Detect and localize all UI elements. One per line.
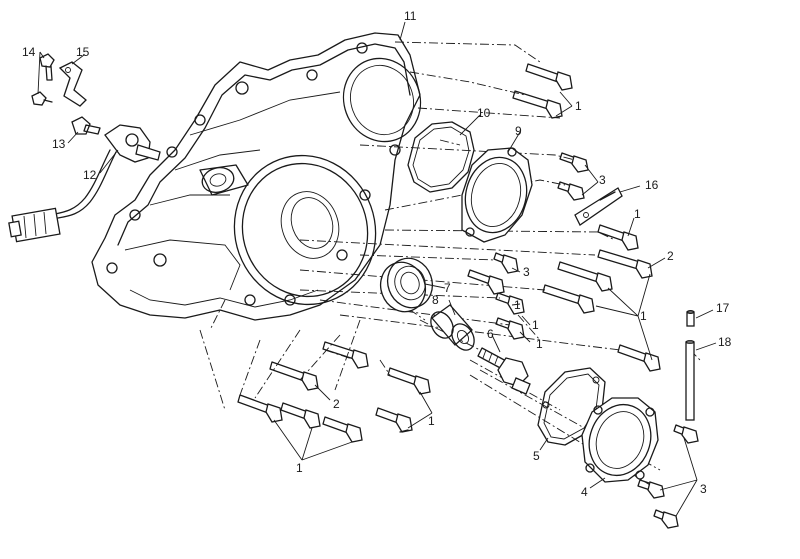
callout-1-right: 1 bbox=[634, 207, 641, 221]
pin-18 bbox=[685, 339, 695, 421]
callout-1-lower-left: 1 bbox=[296, 461, 303, 475]
callout-18: 18 bbox=[718, 335, 732, 349]
bolt-group-center bbox=[467, 252, 525, 340]
crankcase-cover bbox=[91, 32, 422, 321]
bolt-13 bbox=[71, 116, 101, 135]
callout-16: 16 bbox=[645, 178, 659, 192]
bushing-7 bbox=[430, 304, 475, 351]
callout-12: 12 bbox=[83, 168, 97, 182]
bolt-group-3-upper bbox=[557, 152, 589, 201]
bearing-8 bbox=[379, 257, 434, 313]
callout-7: 7 bbox=[444, 281, 451, 295]
callout-13: 13 bbox=[52, 137, 66, 151]
bolt-14 bbox=[31, 53, 55, 106]
callout-15: 15 bbox=[76, 45, 90, 59]
callout-1-center-a: 1 bbox=[514, 298, 521, 312]
bracket-16 bbox=[574, 187, 623, 226]
callout-1-center-b: 1 bbox=[532, 318, 539, 332]
bolt-group-lower-right bbox=[637, 424, 699, 529]
bolt-group-top bbox=[512, 63, 573, 119]
callout-11: 11 bbox=[404, 9, 417, 23]
callout-1-center-c: 1 bbox=[536, 337, 543, 351]
pin-17 bbox=[686, 310, 695, 327]
callout-1-group: 1 bbox=[640, 309, 647, 323]
callout-8: 8 bbox=[432, 293, 439, 307]
callout-labels: 11 10 9 1 3 16 1 2 1 3 1 1 1 8 7 6 5 4 3… bbox=[22, 9, 732, 499]
callout-3-upper: 3 bbox=[599, 173, 606, 187]
cover-9 bbox=[461, 147, 533, 243]
cover-4 bbox=[581, 397, 659, 483]
sensor-12 bbox=[8, 124, 161, 243]
callout-10: 10 bbox=[477, 106, 491, 120]
callout-14: 14 bbox=[22, 45, 36, 59]
callout-1-top: 1 bbox=[575, 99, 582, 113]
callout-2-right: 2 bbox=[667, 249, 674, 263]
bracket-15 bbox=[58, 61, 87, 107]
callout-5: 5 bbox=[533, 449, 540, 463]
callout-9: 9 bbox=[515, 124, 522, 138]
bolt-group-lower-left bbox=[237, 341, 431, 443]
callout-4: 4 bbox=[581, 485, 588, 499]
callout-3-center: 3 bbox=[523, 265, 530, 279]
callout-17: 17 bbox=[716, 301, 730, 315]
callout-3-lower: 3 bbox=[700, 482, 707, 496]
bolt-group-right-mid bbox=[542, 224, 661, 372]
gasket-10 bbox=[407, 121, 475, 193]
bolt-6 bbox=[477, 347, 531, 395]
leader-lines bbox=[37, 21, 717, 517]
callout-6: 6 bbox=[487, 327, 494, 341]
callout-2-lower: 2 bbox=[333, 397, 340, 411]
gasket-5 bbox=[537, 367, 606, 446]
callout-1-lower-right: 1 bbox=[428, 414, 435, 428]
